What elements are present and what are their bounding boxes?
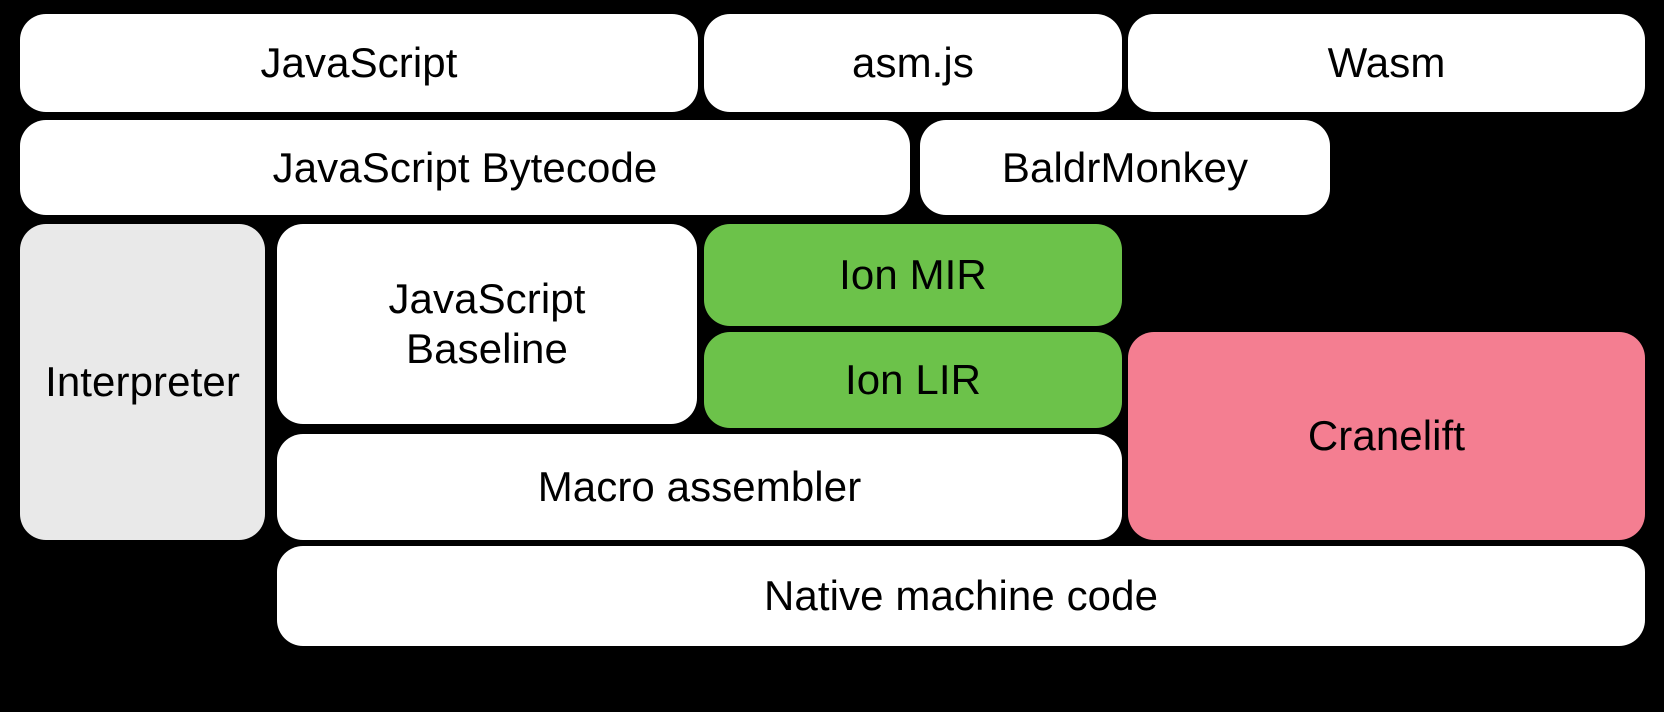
node-native-machine-code[interactable]: Native machine code [277, 546, 1645, 646]
node-ion-lir[interactable]: Ion LIR [704, 332, 1122, 428]
node-interpreter[interactable]: Interpreter [20, 224, 265, 540]
node-baldrmonkey[interactable]: BaldrMonkey [920, 120, 1330, 215]
node-cranelift[interactable]: Cranelift [1128, 332, 1645, 540]
node-javascript-baseline[interactable]: JavaScript Baseline [277, 224, 697, 424]
node-js-bytecode[interactable]: JavaScript Bytecode [20, 120, 910, 215]
node-asmjs[interactable]: asm.js [704, 14, 1122, 112]
node-ion-mir[interactable]: Ion MIR [704, 224, 1122, 326]
node-macro-assembler[interactable]: Macro assembler [277, 434, 1122, 540]
node-wasm[interactable]: Wasm [1128, 14, 1645, 112]
node-javascript[interactable]: JavaScript [20, 14, 698, 112]
